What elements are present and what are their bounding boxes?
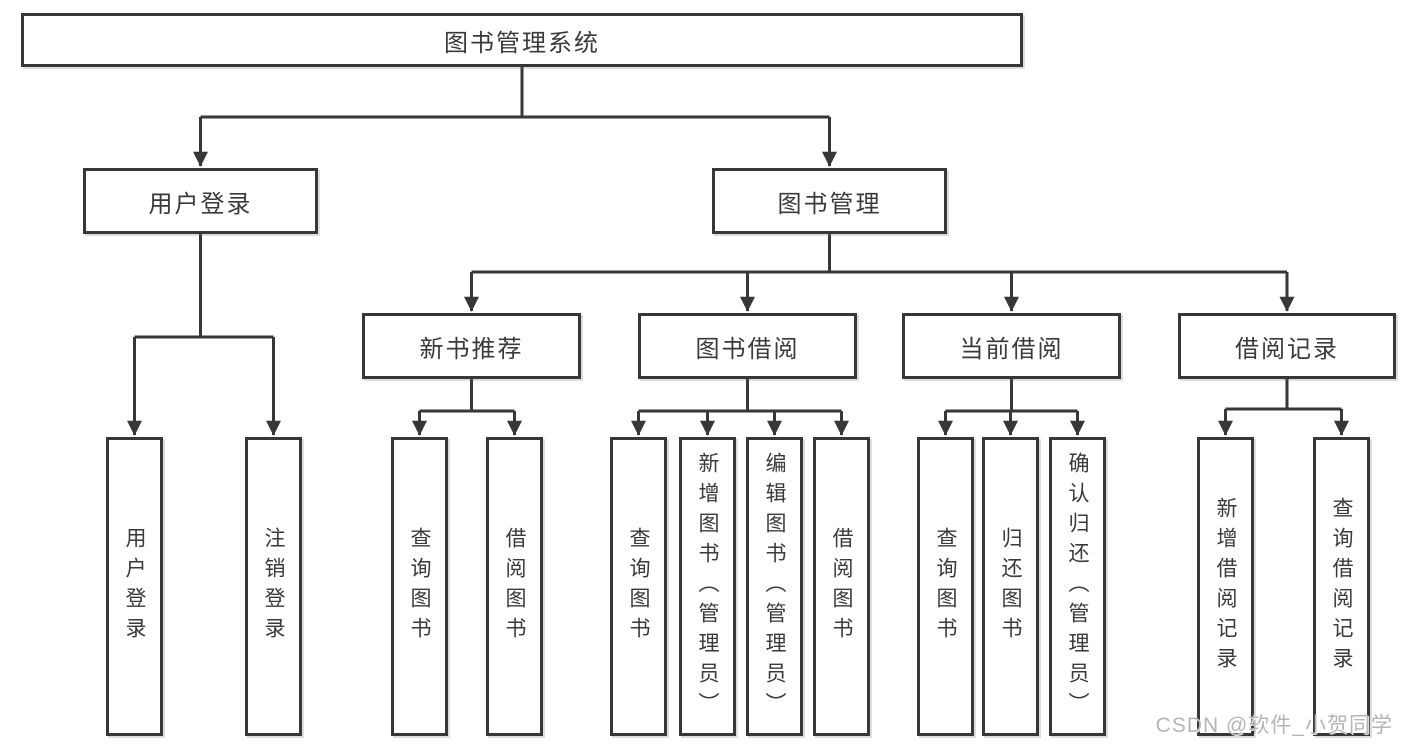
leaf-current-return: 归还图书 xyxy=(982,437,1039,736)
connector-userlogin-to-leaves xyxy=(127,232,281,436)
leaf-records-search: 查询借阅记录 xyxy=(1313,437,1370,736)
node-book-borrow: 图书借阅 xyxy=(638,313,857,379)
node-borrow-records: 借阅记录 xyxy=(1178,313,1396,379)
leaf-borrow-add-admin: 新增图书（管理员） xyxy=(679,437,736,736)
leaf-user-login: 用户登录 xyxy=(106,437,163,736)
csdn-watermark: CSDN @软件_小贺同学 xyxy=(1155,714,1393,737)
node-book-management: 图书管理 xyxy=(712,168,947,234)
leaf-newbooks-borrow: 借阅图书 xyxy=(486,437,543,736)
connector-newbooks-to-leaves xyxy=(412,377,522,436)
connector-bookborrow-to-leaves xyxy=(631,377,849,436)
leaf-borrow-search: 查询图书 xyxy=(610,437,667,736)
leaf-current-search: 查询图书 xyxy=(917,437,974,736)
leaf-records-add: 新增借阅记录 xyxy=(1197,437,1254,736)
leaf-current-confirm-admin: 确认归还（管理员） xyxy=(1049,437,1106,736)
node-user-login: 用户登录 xyxy=(83,168,318,234)
connector-bookmgmt-to-level2 xyxy=(464,232,1295,312)
leaf-borrow-borrow: 借阅图书 xyxy=(813,437,870,736)
connector-currentborrow-to-leaves xyxy=(938,377,1085,436)
connector-borrowrecords-to-leaves xyxy=(1218,377,1349,436)
node-root-system: 图书管理系统 xyxy=(21,13,1023,67)
leaf-borrow-edit-admin: 编辑图书（管理员） xyxy=(746,437,803,736)
leaf-logout: 注销登录 xyxy=(245,437,302,736)
node-current-borrow: 当前借阅 xyxy=(902,313,1121,379)
node-new-book-recommend: 新书推荐 xyxy=(362,313,581,379)
connector-root-to-level1 xyxy=(193,67,837,167)
leaf-newbooks-search: 查询图书 xyxy=(391,437,448,736)
